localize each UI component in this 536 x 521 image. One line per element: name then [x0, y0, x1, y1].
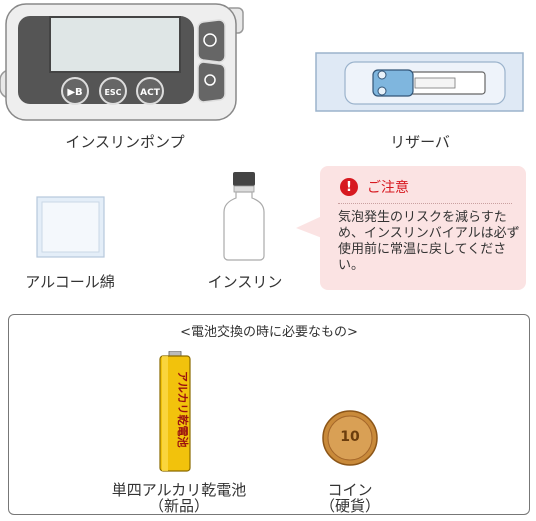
alcohol-swab-label: アルコール綿 [25, 273, 115, 291]
box-title: <電池交換の時に必要なもの> [180, 325, 358, 340]
pump-button-label: ESC [104, 88, 121, 97]
reservoir-illustration [315, 52, 524, 112]
alcohol-swab-illustration [36, 196, 105, 258]
coin-value: 10 [340, 429, 360, 445]
battery-print: アルカリ乾電池 [176, 371, 190, 448]
coin-illustration: 10 [322, 410, 378, 466]
battery-sublabel: （新品） [148, 497, 209, 515]
caution-pointer [296, 216, 322, 238]
insulin-vial-illustration [223, 172, 265, 261]
divider [338, 203, 512, 204]
pump-button-label: ACT [140, 88, 161, 98]
battery-label: 単四アルカリ乾電池 [111, 481, 247, 499]
pump-button-label: ▶B [67, 87, 82, 98]
reservoir-label: リザーバ [390, 133, 450, 151]
aaa-battery-illustration: アルカリ乾電池 [159, 351, 191, 472]
warning-icon: ! [340, 178, 358, 196]
insulin-label: インスリン [207, 273, 283, 291]
insulin-pump-label: インスリンポンプ [65, 133, 185, 151]
caution-box: ! ご注意 気泡発生のリスクを減らすため、インスリンバイアルは必ず使用前に常温に… [320, 166, 526, 290]
coin-sublabel: （硬貨） [319, 497, 380, 515]
coin-label: コイン [327, 481, 373, 499]
battery-replacement-box: <電池交換の時に必要なもの> アルカリ乾電池 単四アルカリ乾電池 （新品） 10… [8, 314, 530, 515]
insulin-pump-illustration: ▶B ESC ACT [0, 3, 244, 121]
caution-title: ご注意 [367, 180, 409, 196]
caution-text: 気泡発生のリスクを減らすため、インスリンバイアルは必ず使用前に常温に戻してくださ… [338, 210, 520, 273]
